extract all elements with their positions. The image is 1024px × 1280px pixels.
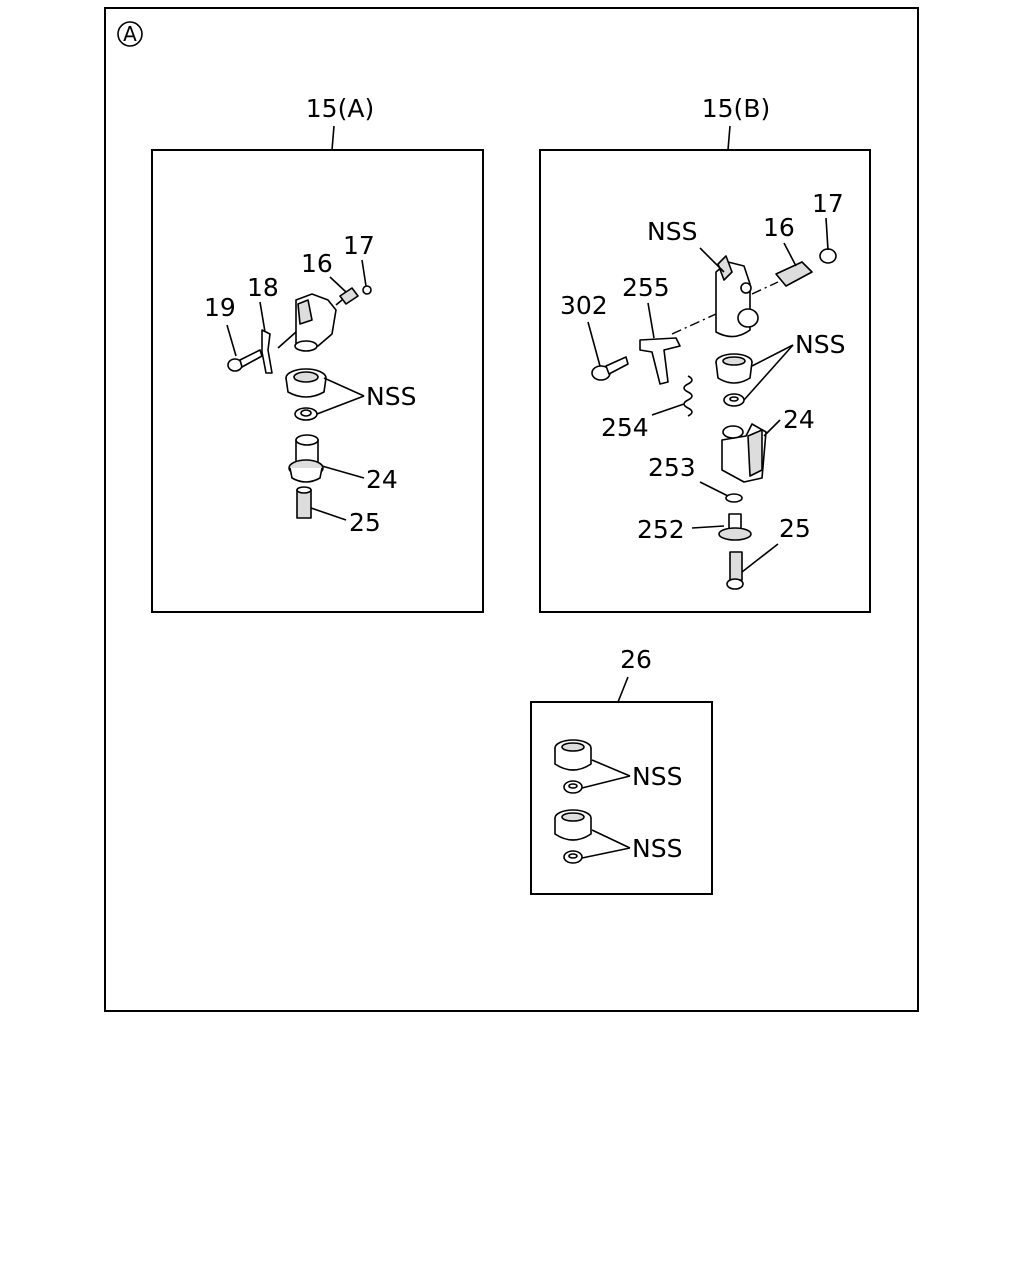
sensor-16a-part [335,287,359,306]
label-18: 18 [247,273,279,302]
label-25b: 25 [779,514,811,543]
spring-254-part [683,375,693,417]
washer-kit-2-part [563,850,583,864]
assembly-15a: 15(A) [151,94,484,613]
bracket-18-part [261,329,273,374]
seal-15a-part [285,368,327,398]
label-253: 253 [648,453,696,482]
seal-kit-1-part [554,739,592,771]
washer-kit-1-part [563,780,583,794]
assembly-15b: 15(B) [539,94,871,613]
label-nss-15b: NSS [795,330,845,359]
outer-frame [104,7,919,1012]
label-254: 254 [601,413,649,442]
label-19: 19 [204,293,236,322]
gear-24a-part [288,434,324,483]
label-16b: 16 [763,213,795,242]
seal-15b-part [715,353,753,384]
label-17a: 17 [343,231,375,260]
washer-253-part [725,493,743,503]
washer-15b-part [723,393,745,407]
seal-kit-2-part [554,809,592,841]
worm-25b-part [726,551,744,590]
label-nss-15b-top: NSS [647,217,697,246]
label-24a: 24 [366,465,398,494]
assembly-15a-box [151,149,484,613]
bolt-302-part [591,356,629,381]
housing-15a-part [277,293,337,352]
assembly-15a-title: 15(A) [306,94,374,123]
assembly-15b-box [539,149,871,613]
label-24b: 24 [783,405,815,434]
kit-26-box [530,701,713,895]
label-25a: 25 [349,508,381,537]
lever-255-part [639,337,681,385]
cap-17a-part [362,285,372,295]
washer-15a-part [294,407,318,421]
corner-marker-label: A [123,22,137,46]
label-nss-kit-1: NSS [632,762,682,791]
kit-26: 26 NSS NSS [530,645,713,895]
gear-252-part [718,513,752,541]
corner-marker: A [117,21,143,47]
gear-housing-24b-part [721,423,767,483]
label-nss-kit-2: NSS [632,834,682,863]
cap-17b-part [819,248,837,264]
label-nss-15a: NSS [366,382,416,411]
label-255: 255 [622,273,670,302]
label-17b: 17 [812,189,844,218]
bolt-19-part [227,349,263,372]
worm-25a-part [296,486,312,519]
kit-26-title: 26 [620,645,652,674]
housing-15b-part [715,255,759,338]
assembly-15b-title: 15(B) [702,94,770,123]
axis-line-15b [671,313,717,335]
sensor-16b-part [751,261,813,295]
label-252: 252 [637,515,685,544]
label-302: 302 [560,291,608,320]
label-16a: 16 [301,249,333,278]
